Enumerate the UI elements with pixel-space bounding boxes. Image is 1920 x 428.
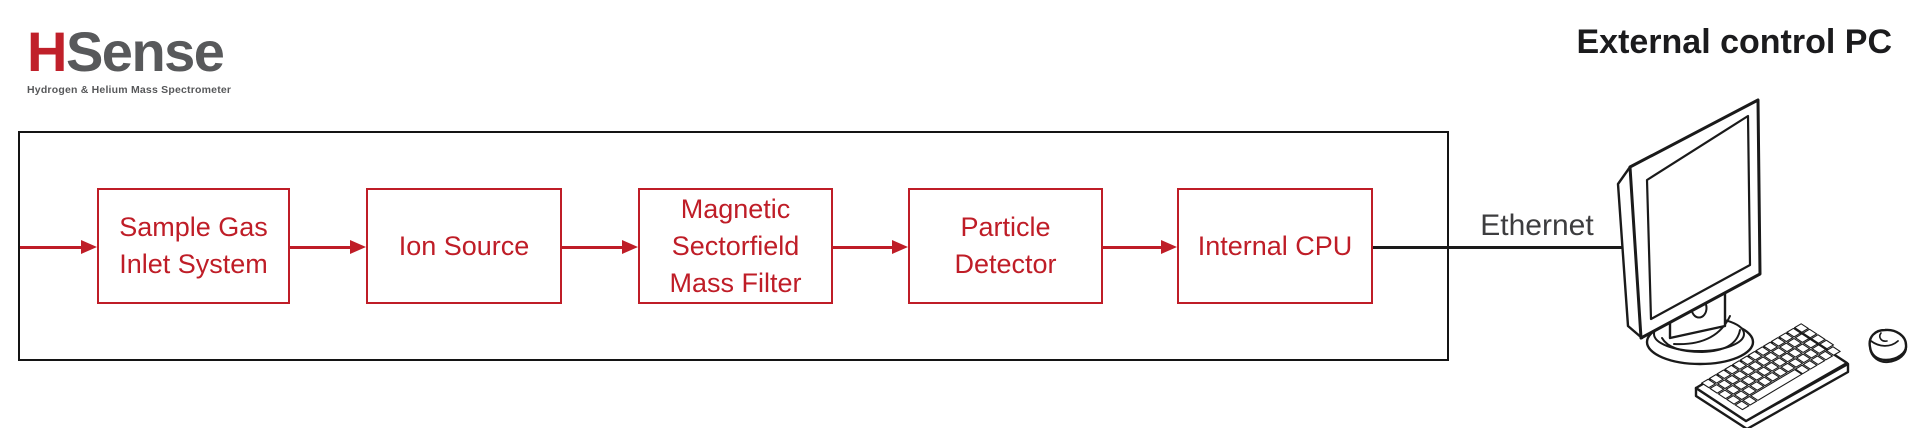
hsense-logo: HSense Hydrogen & Helium Mass Spectromet… [27, 24, 232, 97]
ethernet-label: Ethernet [1480, 209, 1594, 242]
flow-arrow-2-3-head [622, 240, 638, 254]
keyboard-spacebar [1750, 369, 1803, 401]
page-title: External control PC [1576, 23, 1892, 61]
flow-arrow-inlet-line [20, 245, 82, 249]
block-particle-detector: Particle Detector [908, 188, 1103, 304]
block-magnetic-sectorfield-mass-filter: Magnetic Sectorfield Mass Filter [638, 188, 833, 304]
flow-arrow-3-4-line [831, 245, 893, 249]
hsense-logo-letter-h: H [27, 20, 67, 83]
block-internal-cpu: Internal CPU [1177, 188, 1373, 304]
hsense-logo-rest: Sense [65, 20, 225, 83]
flow-arrow-inlet-head [81, 240, 97, 254]
block-sample-gas-inlet-system: Sample Gas Inlet System [97, 188, 290, 304]
block-ion-source: Ion Source [366, 188, 562, 304]
flow-arrow-3-4-head [892, 240, 908, 254]
hsense-logo-tagline: Hydrogen & Helium Mass Spectrometer [27, 84, 232, 96]
flow-arrow-1-2-line [290, 245, 351, 249]
monitor [1616, 98, 1762, 340]
flow-arrow-4-5-head [1161, 240, 1177, 254]
ethernet-connection-line [1373, 245, 1623, 249]
keyboard [1694, 323, 1850, 428]
hsense-logo-wordmark: HSense [27, 24, 231, 80]
flow-arrow-2-3-line [562, 245, 623, 249]
desktop-pc-illustration [1616, 98, 1908, 428]
flow-arrow-4-5-line [1103, 245, 1162, 249]
mouse [1868, 328, 1908, 364]
flow-arrow-1-2-head [350, 240, 366, 254]
